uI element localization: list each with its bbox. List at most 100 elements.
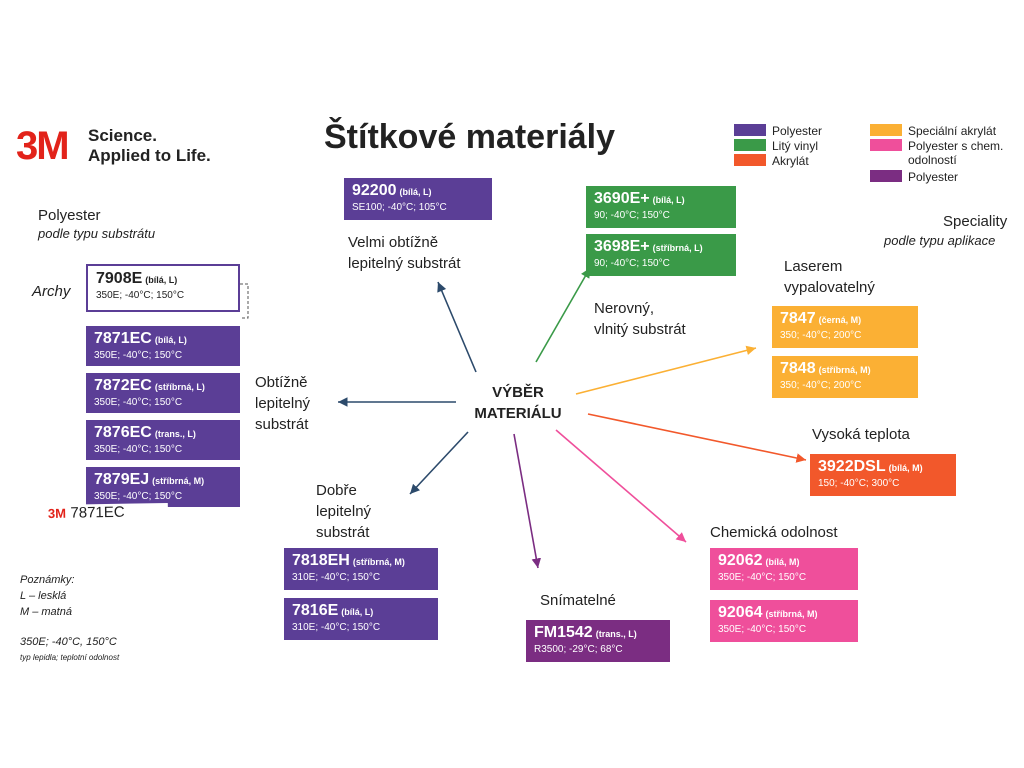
category-line: lepitelný [316, 503, 372, 520]
product-code: 7876EC [94, 424, 152, 441]
product-qualifier: (stříbrná, L) [154, 382, 205, 392]
category-very-difficult: Velmi obtížně lepitelný substrát [348, 232, 461, 274]
legend-label: Polyester s chem. odolností [908, 139, 1004, 167]
product-spec: 90; -40°C; 150°C [594, 258, 670, 269]
arrow-to-good [409, 431, 469, 495]
product-spec: SE100; -40°C; 105°C [352, 202, 447, 213]
legend-swatch [870, 170, 902, 182]
product-code: 7816E [292, 602, 339, 619]
category-line: Velmi obtížně [348, 234, 439, 251]
legend-swatch [870, 139, 902, 151]
product-92200: 92200(bílá, L) SE100; -40°C; 105°C [344, 178, 492, 220]
left-section-title: Polyester [38, 207, 101, 224]
notes-m: M – matná [20, 606, 72, 618]
notes-title: Poznámky: [20, 574, 75, 586]
product-7872EC: 7872EC(stříbrná, L) 350E; -40°C; 150°C [86, 373, 240, 413]
center-line-1: VÝBĚR [492, 384, 544, 401]
product-7818EH: 7818EH(stříbrná, M) 310E; -40°C; 150°C [284, 548, 438, 590]
product-code: 3922DSL [818, 458, 886, 475]
category-line: Obtížně [255, 374, 308, 391]
legend-label: Akrylát [772, 154, 809, 168]
logo-line-2: Applied to Life. [88, 146, 211, 165]
3m-logo-mark: 3M [16, 124, 70, 168]
sample-label-text: 7871EC [70, 503, 125, 522]
category-line: vlnitý substrát [594, 321, 686, 338]
product-spec: 350; -40°C; 200°C [780, 330, 862, 341]
product-92064: 92064(stříbrná, M) 350E; -40°C; 150°C [710, 600, 858, 642]
arrow-to-removable [513, 433, 542, 569]
product-spec: R3500; -29°C; 68°C [534, 644, 623, 655]
sample-label: 3M 7871EC [47, 502, 169, 530]
product-qualifier: (stříbrná, L) [652, 243, 703, 253]
category-high-temp: Vysoká teplota [812, 426, 910, 443]
product-qualifier: (bílá, L) [652, 195, 685, 205]
category-line: Nerovný, [594, 300, 655, 317]
product-code: 7847 [780, 310, 816, 327]
product-code: 7908E [96, 270, 143, 287]
legend-item-polyester-2: Polyester [870, 170, 1020, 184]
product-92062: 92062(bílá, M) 350E; -40°C; 150°C [710, 548, 858, 590]
category-line: Laserem [784, 258, 843, 275]
legend-label: Speciální akrylát [908, 124, 997, 138]
product-7908E: 7908E(bílá, L) 350E; -40°C; 150°C [86, 264, 240, 312]
legend-label: Litý vinyl [772, 139, 819, 153]
product-code: 3690E+ [594, 190, 650, 207]
notes-l: L – lesklá [20, 590, 67, 602]
logo-line-1: Science. [88, 126, 157, 145]
legend-swatch [734, 139, 766, 151]
category-line: substrát [316, 524, 370, 541]
product-spec: 350E; -40°C; 150°C [96, 290, 185, 301]
sample-label-mark: 3M [47, 505, 67, 522]
product-7876EC: 7876EC(trans., L) 350E; -40°C; 150°C [86, 420, 240, 460]
product-qualifier: (bílá, M) [888, 463, 923, 473]
legend-column-2: Speciální akrylát Polyester s chem. odol… [870, 124, 1020, 184]
product-spec: 150; -40°C; 300°C [818, 478, 900, 489]
legend-item-acrylate: Akrylát [734, 154, 854, 168]
product-spec: 350E; -40°C; 150°C [94, 397, 183, 408]
product-spec: 350E; -40°C; 150°C [718, 624, 807, 635]
logo-tagline: Science. Applied to Life. [88, 126, 211, 166]
legend-swatch [734, 154, 766, 166]
product-qualifier: (trans., L) [595, 629, 637, 639]
notes: Poznámky: L – lesklá M – matná 350E; -40… [20, 572, 119, 666]
product-7816E: 7816E(bílá, L) 310E; -40°C; 150°C [284, 598, 438, 640]
product-spec: 350E; -40°C; 150°C [94, 350, 183, 361]
archy-bracket [240, 283, 249, 319]
category-line: Dobře [316, 482, 357, 499]
product-spec: 350; -40°C; 200°C [780, 380, 862, 391]
arrow-to-chemical [555, 429, 687, 543]
legend-swatch [734, 124, 766, 136]
product-7848: 7848(stříbrná, M) 350; -40°C; 200°C [772, 356, 918, 398]
legend-label: Polyester [908, 170, 959, 184]
legend-column-1: Polyester Litý vinyl Akrylát [734, 124, 854, 168]
product-FM1542: FM1542(trans., L) R3500; -29°C; 68°C [526, 620, 670, 662]
product-spec: 310E; -40°C; 150°C [292, 572, 381, 583]
product-qualifier: (černá, M) [818, 315, 862, 325]
left-section-subtitle: podle typu substrátu [38, 226, 156, 241]
arrow-to-very-difficult [437, 281, 477, 373]
product-spec: 350E; -40°C; 150°C [94, 444, 183, 455]
notes-example: 350E; -40°C, 150°C [20, 636, 117, 648]
legend-item-polyester: Polyester [734, 124, 854, 138]
page-title: Štítkové materiály [324, 118, 616, 156]
product-code: 92064 [718, 604, 763, 621]
product-3690E: 3690E+(bílá, L) 90; -40°C; 150°C [586, 186, 736, 228]
category-line: vypalovatelný [784, 279, 875, 296]
legend-item-chem-polyester: Polyester s chem. odolností [870, 139, 1020, 167]
archy-label: Archy [32, 283, 71, 300]
product-7879EJ: 7879EJ(stříbrná, M) 350E; -40°C; 150°C [86, 467, 240, 507]
arrow-to-laser [575, 345, 757, 395]
product-qualifier: (stříbrná, M) [765, 609, 818, 619]
product-spec: 350E; -40°C; 150°C [718, 572, 807, 583]
center-line-2: MATERIÁLU [474, 405, 562, 422]
category-uneven: Nerovný, vlnitý substrát [594, 298, 686, 340]
product-code: FM1542 [534, 624, 593, 641]
product-qualifier: (stříbrná, M) [152, 476, 205, 486]
product-7847: 7847(černá, M) 350; -40°C; 200°C [772, 306, 918, 348]
arrow-to-uneven [535, 267, 591, 363]
product-code: 92062 [718, 552, 763, 569]
product-spec: 350E; -40°C; 150°C [94, 491, 183, 502]
product-3922DSL: 3922DSL(bílá, M) 150; -40°C; 300°C [810, 454, 956, 496]
arrow-to-high-temp [587, 413, 807, 463]
